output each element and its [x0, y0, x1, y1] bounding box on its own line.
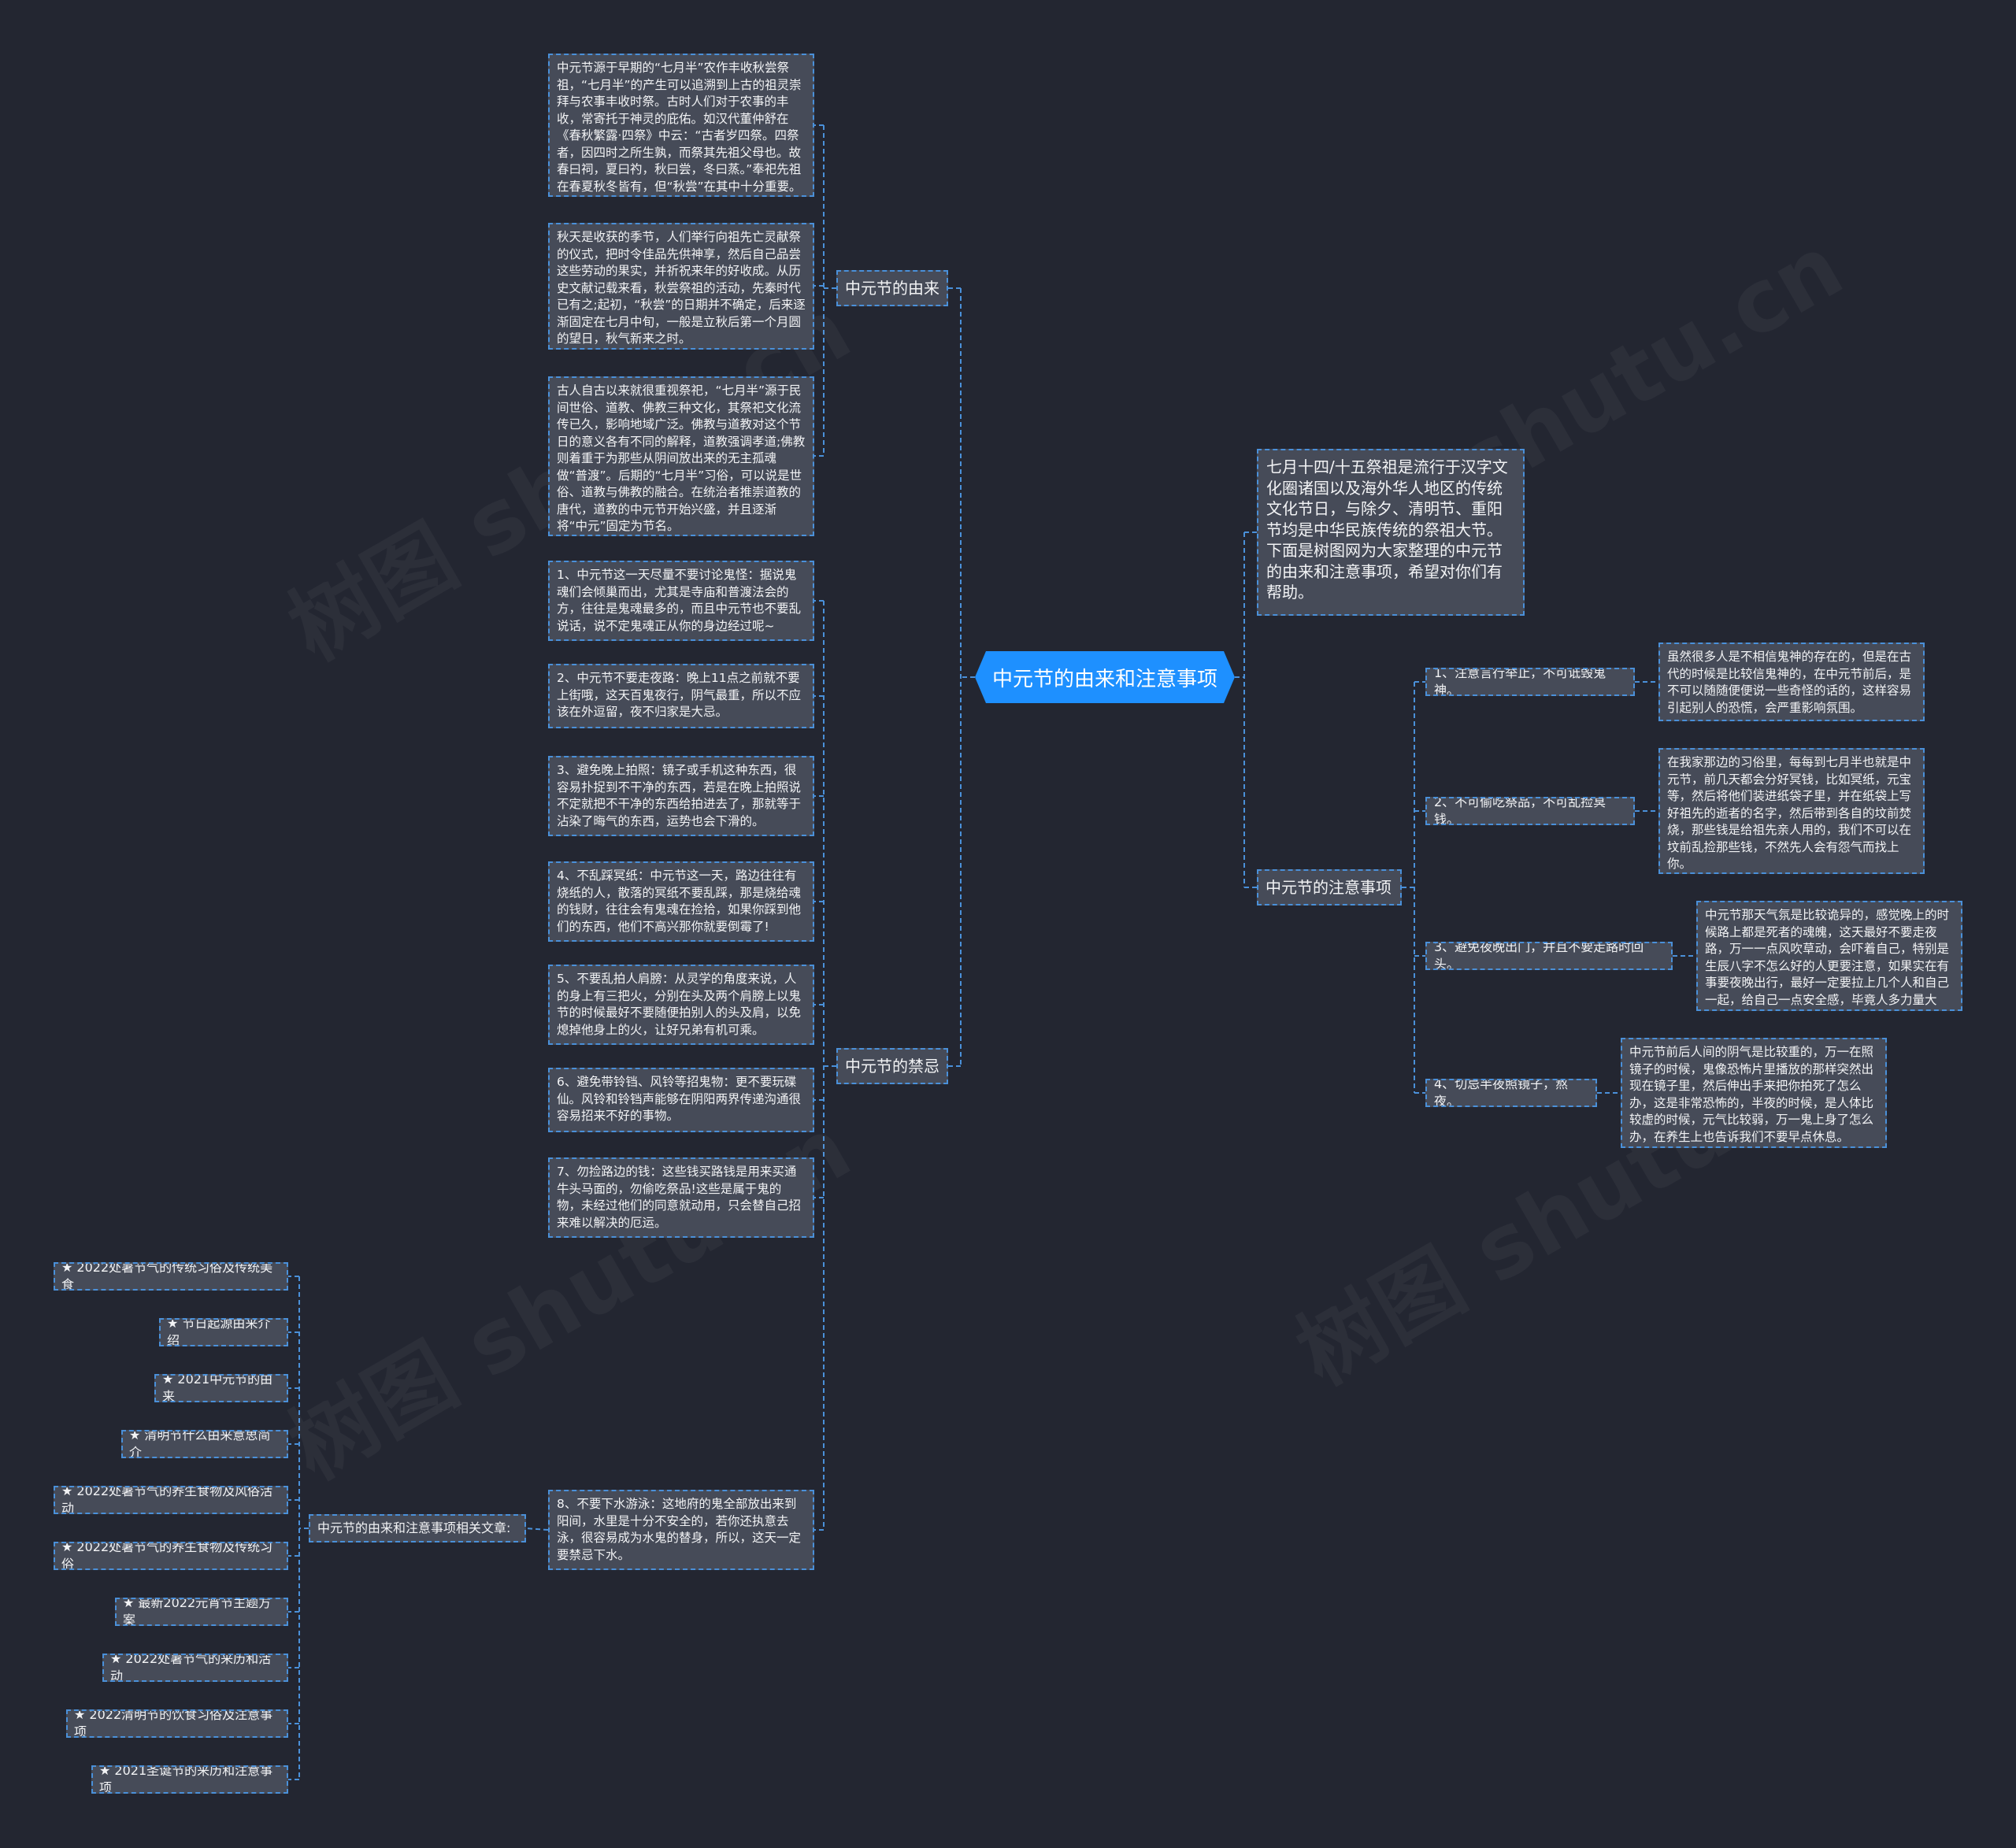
related-article-link[interactable]: ★ 2022处暑节气的养生食物及传统习俗 [54, 1542, 288, 1570]
taboo-item-8[interactable]: 8、不要下水游泳：这地府的鬼全部放出来到阳间，水里是十分不安全的，若你还执意去泳… [548, 1490, 814, 1570]
related-article-link[interactable]: ★ 2021中元节的由来 [154, 1374, 288, 1402]
taboo-item-3[interactable]: 3、避免晚上拍照：镜子或手机这种东西，很容易扑捉到不干净的东西，若是在晚上拍照说… [548, 756, 814, 836]
related-article-link[interactable]: ★ 2022处暑节气的养生食物及风俗活动 [54, 1486, 288, 1514]
root-shape [975, 651, 1235, 703]
root-node[interactable]: 中元节的由来和注意事项 [975, 651, 1235, 703]
note-detail-4[interactable]: 中元节前后人间的阴气是比较重的，万一在照镜子的时候，鬼像恐怖片里播放的那样突然出… [1621, 1038, 1887, 1148]
taboo-item-4[interactable]: 4、不乱踩冥纸：中元节这一天，路边往往有烧纸的人，散落的冥纸不要乱踩，那是烧给魂… [548, 861, 814, 942]
root-title: 中元节的由来和注意事项 [991, 667, 1217, 691]
related-articles-heading[interactable]: 中元节的由来和注意事项相关文章: [309, 1514, 526, 1542]
intro-node[interactable]: 七月十四/十五祭祖是流行于汉字文化圈诸国以及海外华人地区的传统文化节日，与除夕、… [1257, 449, 1525, 616]
note-title-4[interactable]: 4、切忌半夜照镜子，熬夜。 [1425, 1079, 1597, 1107]
taboo-item-6[interactable]: 6、避免带铃铛、风铃等招鬼物：更不要玩碟仙。风铃和铃铛声能够在阴阳两界传递沟通很… [548, 1068, 814, 1132]
related-article-link[interactable]: ★ 2022处暑节气的来历和活动 [102, 1654, 288, 1682]
related-article-link[interactable]: ★ 2021圣诞节的来历和注意事项 [91, 1765, 288, 1794]
note-detail-2[interactable]: 在我家那边的习俗里，每每到七月半也就是中元节，前几天都会分好冥钱，比如冥纸，元宝… [1658, 748, 1925, 874]
branch-taboos[interactable]: 中元节的禁忌 [836, 1048, 948, 1084]
taboo-item-2[interactable]: 2、中元节不要走夜路：晚上11点之前就不要上街哦，这天百鬼夜行，阴气最重，所以不… [548, 664, 814, 728]
branch-notes[interactable]: 中元节的注意事项 [1257, 869, 1402, 905]
taboo-item-5[interactable]: 5、不要乱拍人肩膀：从灵学的角度来说，人的身上有三把火，分别在头及两个肩膀上以鬼… [548, 965, 814, 1045]
note-title-2[interactable]: 2、不可偷吃祭品，不可乱捡冥钱。 [1425, 797, 1635, 825]
taboo-item-1[interactable]: 1、中元节这一天尽量不要讨论鬼怪：据说鬼魂们会倾巢而出，尤其是寺庙和普渡法会的方… [548, 561, 814, 641]
taboo-item-7[interactable]: 7、勿捡路边的钱：这些钱买路钱是用来买通牛头马面的，勿偷吃祭品!这些是属于鬼的物… [548, 1157, 814, 1238]
note-detail-3[interactable]: 中元节那天气氛是比较诡异的，感觉晚上的时候路上都是死者的魂魄，这天最好不要走夜路… [1696, 901, 1962, 1011]
note-title-3[interactable]: 3、避免夜晚出门，并且不要走路时回头。 [1425, 942, 1673, 970]
note-title-1[interactable]: 1、注意言行举止，不可诋毁鬼神。 [1425, 668, 1635, 696]
origin-paragraph-3[interactable]: 古人自古以来就很重视祭祀，“七月半”源于民间世俗、道教、佛教三种文化，其祭祀文化… [548, 376, 814, 536]
note-detail-1[interactable]: 虽然很多人是不相信鬼神的存在的，但是在古代的时候是比较信鬼神的，在中元节前后，是… [1658, 643, 1925, 721]
related-article-link[interactable]: ★ 清明节什么由来意思简介 [121, 1430, 288, 1458]
related-article-link[interactable]: ★ 节日起源由来介绍 [159, 1318, 288, 1346]
origin-paragraph-2[interactable]: 秋天是收获的季节，人们举行向祖先亡灵献祭的仪式，把时令佳品先供神享，然后自己品尝… [548, 223, 814, 350]
connector-line [525, 1528, 549, 1531]
related-article-link[interactable]: ★ 2022清明节的饮食习俗及注意事项 [66, 1709, 288, 1738]
branch-origin[interactable]: 中元节的由来 [836, 270, 948, 306]
related-article-link[interactable]: ★ 最新2022元宵节主题方案 [115, 1598, 288, 1626]
related-article-link[interactable]: ★ 2022处暑节气的传统习俗及传统美食 [54, 1262, 288, 1291]
origin-paragraph-1[interactable]: 中元节源于早期的“七月半”农作丰收秋尝祭祖，“七月半”的产生可以追溯到上古的祖灵… [548, 54, 814, 197]
